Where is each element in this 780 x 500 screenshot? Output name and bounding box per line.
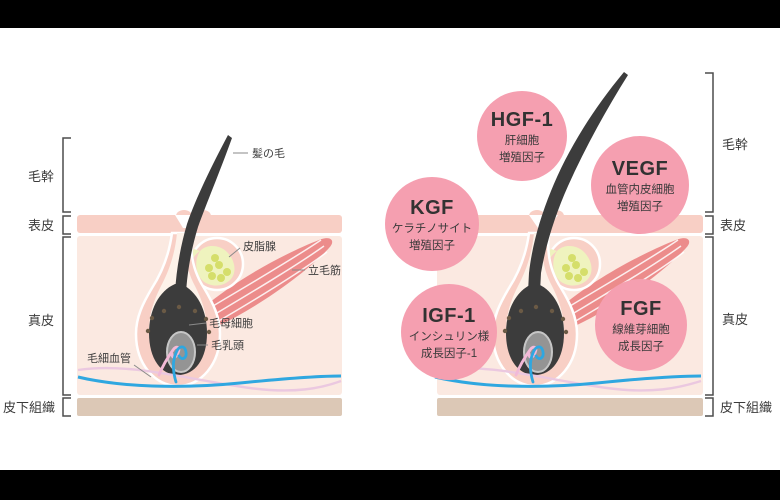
fgf-desc-line2: 成長因子 <box>618 340 664 353</box>
capillary-connector-line <box>133 364 152 378</box>
left-papilla-blue-loop <box>171 345 188 384</box>
right-subcutaneous-bracket <box>705 397 714 417</box>
hgf-desc-line2: 増殖因子 <box>499 150 545 164</box>
left-hair-shaft-bracket <box>62 137 71 213</box>
right-subcutaneous-band <box>437 398 703 416</box>
growth-factor-bubble-vegf: VEGF 血管内皮細胞 増殖因子 <box>591 136 689 234</box>
follicle-diagram-svg: 髪の毛 皮脂腺 立毛筋 毛母細胞 毛乳頭 毛細血管 <box>3 72 772 417</box>
kgf-desc-line2: 増殖因子 <box>409 238 455 252</box>
left-muscle-striations <box>207 239 328 323</box>
left-subcutaneous-layer-label: 皮下組織 <box>3 400 55 415</box>
left-sebaceous-gland-cells <box>205 254 231 282</box>
right-dermis-bracket <box>705 236 714 396</box>
growth-factor-bubble-hgf: HGF-1 肝細胞 増殖因子 <box>477 91 567 181</box>
igf-desc-line1: インシュリン様 <box>409 329 490 343</box>
left-layer-scale: 毛幹 表皮 真皮 皮下組織 <box>3 137 71 417</box>
left-dermis-bracket <box>62 236 71 396</box>
sebaceous-gland-label: 皮脂腺 <box>243 239 276 253</box>
arrector-pili-label: 立毛筋 <box>308 263 341 277</box>
left-capillary-blue-vessel <box>77 374 342 388</box>
igf-desc-line2: 成長因子-1 <box>421 347 477 360</box>
hgf-circle <box>477 91 567 181</box>
igf-name: IGF-1 <box>422 305 476 327</box>
right-sebaceous-gland-cells <box>562 254 588 282</box>
left-epidermis-band <box>77 215 342 233</box>
left-epidermis-layer-label: 表皮 <box>28 218 54 233</box>
igf-circle <box>401 284 497 380</box>
left-capillary-pink-vessel <box>77 366 342 392</box>
growth-factor-bubble-fgf: FGF 線維芽細胞 成長因子 <box>595 279 687 371</box>
vegf-name: VEGF <box>612 158 668 180</box>
right-layer-scale: 毛幹 表皮 真皮 皮下組織 <box>705 72 772 417</box>
hair-papilla-label: 毛乳頭 <box>211 339 244 352</box>
vegf-desc-line1: 血管内皮細胞 <box>606 182 675 196</box>
kgf-name: KGF <box>410 197 454 219</box>
right-panel-growth-factor-diagram: 毛幹 表皮 真皮 皮下組織 HGF-1 肝細胞 増殖因子 VEGF 血管内皮細胞 <box>385 72 772 417</box>
hair-label: 髪の毛 <box>252 146 285 160</box>
vegf-desc-line2: 増殖因子 <box>617 199 663 213</box>
fgf-name: FGF <box>620 298 662 320</box>
fgf-circle <box>595 279 687 371</box>
right-matrix-cell-dots <box>502 304 569 335</box>
left-hair-shaft-layer-label: 毛幹 <box>28 169 54 184</box>
left-dermis-layer-label: 真皮 <box>28 313 54 328</box>
right-epidermis-layer-label: 表皮 <box>720 218 746 233</box>
right-hair-shaft <box>528 72 628 292</box>
hair-matrix-label: 毛母細胞 <box>209 317 253 330</box>
right-dermis-layer-label: 真皮 <box>722 312 748 327</box>
left-annotations: 髪の毛 皮脂腺 立毛筋 毛母細胞 毛乳頭 毛細血管 <box>87 146 341 378</box>
vegf-circle <box>591 136 689 234</box>
kgf-circle <box>385 177 479 271</box>
matrix-connector-line <box>188 322 207 326</box>
fgf-desc-line1: 線維芽細胞 <box>612 322 670 336</box>
kgf-desc-line1: ケラチノサイト <box>392 222 472 235</box>
right-hair-shaft-layer-label: 毛幹 <box>722 137 748 152</box>
left-matrix-cell-dots <box>145 304 212 335</box>
figure-canvas: 髪の毛 皮脂腺 立毛筋 毛母細胞 毛乳頭 毛細血管 <box>0 28 780 470</box>
growth-factor-bubble-kgf: KGF ケラチノサイト 増殖因子 <box>385 177 479 271</box>
right-epidermis-bracket <box>705 215 714 235</box>
right-capillary-blue-vessel <box>434 374 702 388</box>
left-panel-anatomy-diagram: 髪の毛 皮脂腺 立毛筋 毛母細胞 毛乳頭 毛細血管 <box>3 135 342 417</box>
right-hair-shaft-bracket <box>705 72 714 213</box>
hgf-name: HGF-1 <box>491 109 554 131</box>
left-epidermis-bracket <box>62 215 71 235</box>
left-hair-shaft <box>175 135 232 294</box>
left-subcutaneous-band <box>77 398 342 416</box>
hgf-desc-line1: 肝細胞 <box>505 133 540 147</box>
growth-factor-bubble-igf: IGF-1 インシュリン様 成長因子-1 <box>401 284 497 380</box>
right-papilla-blue-loop <box>528 345 545 384</box>
right-subcutaneous-layer-label: 皮下組織 <box>720 400 772 415</box>
left-subcutaneous-bracket <box>62 397 71 417</box>
sebaceous-connector-line <box>228 247 241 258</box>
capillary-label: 毛細血管 <box>87 351 131 365</box>
